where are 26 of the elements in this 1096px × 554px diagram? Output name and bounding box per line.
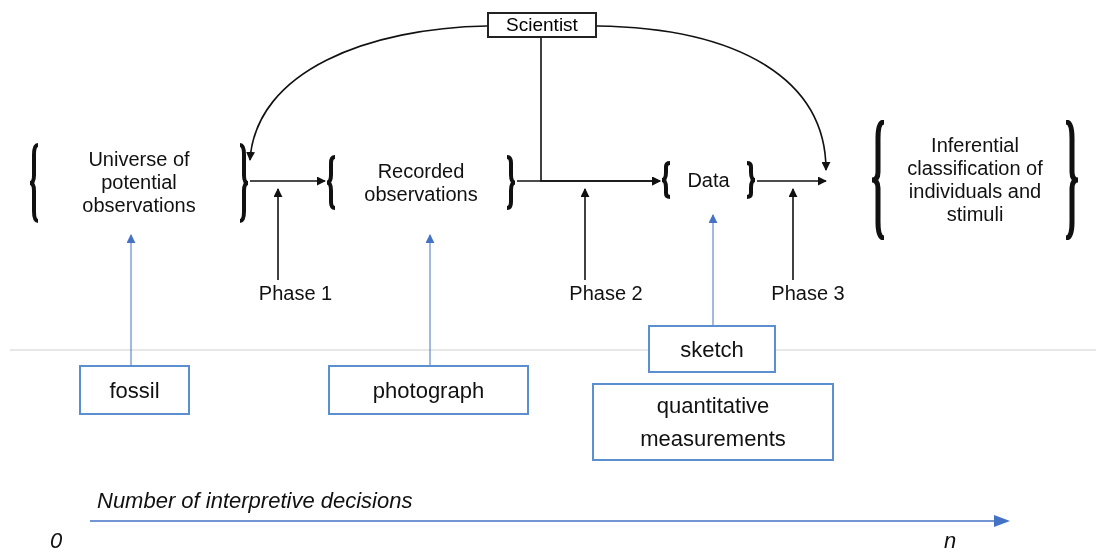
- pointer-arrow: [708, 214, 718, 326]
- flow-arrow: [788, 188, 798, 281]
- actor-box: Scientist: [487, 12, 597, 38]
- flow-arrow: [516, 176, 661, 186]
- stage-label: Data: [686, 168, 731, 192]
- flow-arrow: [580, 188, 590, 281]
- stage-label: Inferential classification of individuals and stimuli: [906, 134, 1044, 226]
- axis-tick-label: n: [944, 528, 957, 554]
- axis-tick-label: 0: [50, 528, 63, 554]
- phase-label: Phase 1: [248, 280, 343, 306]
- axis-title: Number of interpretive decisions: [97, 488, 413, 514]
- flow-arrow: [249, 176, 326, 186]
- phase-label: Phase 3: [758, 280, 858, 306]
- example-box: sketch: [648, 325, 776, 373]
- stage-label: Recorded observations: [363, 159, 479, 206]
- stage-label: Universe of potential observations: [81, 148, 197, 217]
- flow-arrow: [246, 25, 488, 161]
- flow-arrow: [273, 188, 283, 281]
- pointer-arrow: [425, 234, 435, 366]
- flow-arrow: [756, 176, 827, 186]
- flow-arrow: [596, 25, 830, 171]
- example-box: fossil: [79, 365, 190, 415]
- phase-label: Phase 2: [556, 280, 656, 306]
- example-box: quantitative measurements: [592, 383, 834, 461]
- example-box: photograph: [328, 365, 529, 415]
- pointer-arrow: [126, 234, 136, 366]
